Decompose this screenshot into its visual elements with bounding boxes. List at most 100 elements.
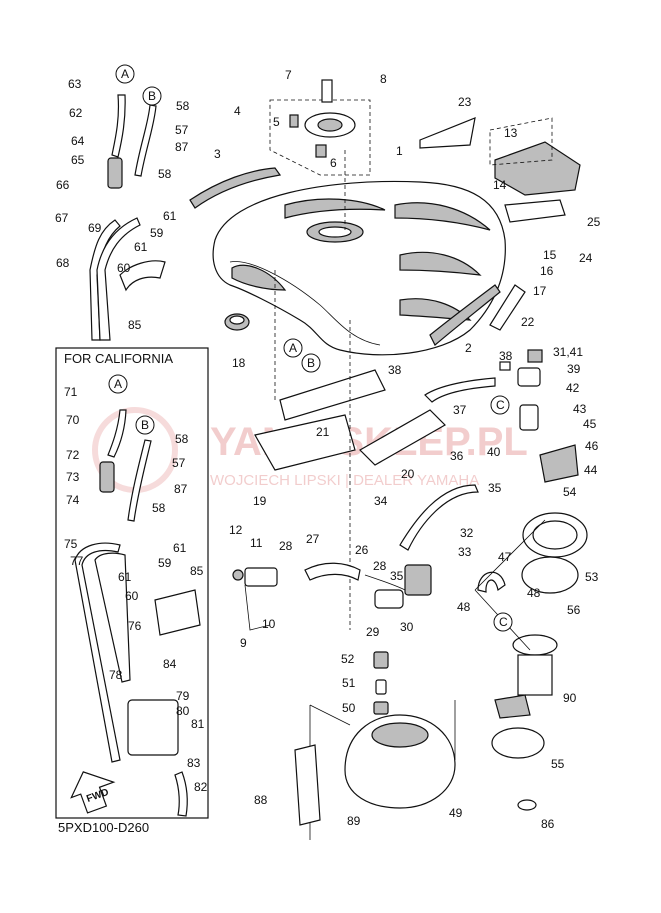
part-number-55: 55: [551, 757, 565, 771]
part-number-83: 83: [187, 756, 201, 770]
fwd-arrow-icon: FWD: [70, 771, 116, 814]
part-number-45: 45: [583, 417, 597, 431]
part-number-67: 67: [55, 211, 69, 225]
tank-rear-box: [489, 117, 553, 166]
fuel-filter-assembly: [364, 564, 432, 609]
part-number-23: 23: [458, 95, 472, 109]
part-number-43: 43: [573, 402, 587, 416]
part-number-73: 73: [66, 470, 80, 484]
fuel-cock-group: [499, 349, 579, 483]
part-number-28-11: 28: [373, 559, 387, 573]
part-number-64: 64: [71, 134, 85, 148]
part-number-81: 81: [191, 717, 205, 731]
watermark-sub-text: WOJCIECH LIPSKI | DEALER YAMAHA: [210, 472, 479, 489]
part-number-58-2: 58: [175, 432, 189, 446]
callout-a-inset: A: [114, 377, 122, 391]
hose-27: [304, 562, 361, 581]
part-number-74: 74: [66, 493, 80, 507]
part-number-63: 63: [68, 77, 82, 91]
tank-rear-cover: [494, 141, 581, 196]
tank-bottom-cover: [309, 700, 456, 840]
part-number-56: 56: [567, 603, 581, 617]
part-number-22: 22: [521, 315, 535, 329]
part-number-87: 87: [175, 140, 189, 154]
callout-a-tank: A: [289, 341, 297, 355]
drawing-code: 5PXD100-D260: [58, 820, 149, 835]
part-number-38-14: 38: [388, 363, 402, 377]
tank-bracket: [504, 199, 566, 223]
part-number-52: 52: [341, 652, 355, 666]
part-number-85: 85: [128, 318, 142, 332]
part-number-17: 17: [533, 284, 547, 298]
part-number-58-16: 58: [158, 167, 172, 181]
part-number-61-8: 61: [118, 570, 132, 584]
part-number-38: 38: [499, 349, 513, 363]
part-number-8: 8: [380, 72, 387, 86]
part-number-48-13: 48: [527, 586, 541, 600]
part-number-62: 62: [69, 106, 83, 120]
part-number-32: 32: [460, 526, 474, 540]
part-number-14: 14: [493, 178, 507, 192]
part-number-13: 13: [504, 126, 518, 140]
part-number-27: 27: [306, 532, 320, 546]
part-number-36: 36: [450, 449, 464, 463]
sender-unit: [232, 567, 278, 631]
pump-flange-group: [491, 512, 588, 759]
part-number-70: 70: [66, 413, 80, 427]
part-number-40: 40: [487, 445, 501, 459]
part-number-79: 79: [176, 689, 190, 703]
part-number-26: 26: [355, 543, 369, 557]
hose-47: [477, 571, 506, 593]
callout-c-cock: C: [496, 398, 505, 412]
bolt-stack: [373, 651, 389, 715]
part-number-61: 61: [163, 209, 177, 223]
part-number-59: 59: [150, 226, 164, 240]
part-number-16: 16: [540, 264, 554, 278]
part-number-88: 88: [254, 793, 268, 807]
callout-b-inset: B: [141, 418, 149, 432]
part-number-82: 82: [194, 780, 208, 794]
tank-decal: [419, 117, 476, 149]
part-number-61-6: 61: [173, 541, 187, 555]
part-number-42: 42: [566, 381, 580, 395]
part-number-80: 80: [176, 704, 190, 718]
tank-pad-rear: [254, 414, 356, 471]
part-number-37: 37: [453, 403, 467, 417]
part-number-6: 6: [330, 156, 337, 170]
tank-damper: [224, 313, 250, 331]
part-number-84: 84: [163, 657, 177, 671]
part-number-18: 18: [232, 356, 246, 370]
part-number-7: 7: [285, 68, 292, 82]
part-number-76: 76: [128, 619, 142, 633]
part-number-28: 28: [279, 539, 293, 553]
part-number-20: 20: [401, 467, 415, 481]
part-number-31-41: 31,41: [553, 345, 583, 359]
part-number-49: 49: [449, 806, 463, 820]
part-number-66: 66: [56, 178, 70, 192]
fuel-pipe: [399, 484, 479, 551]
part-number-2: 2: [465, 341, 472, 355]
breather-hose-group: [89, 94, 166, 341]
part-number-78: 78: [109, 668, 123, 682]
part-number-19: 19: [253, 494, 267, 508]
part-number-35-12: 35: [390, 569, 404, 583]
part-number-53: 53: [585, 570, 599, 584]
tank-cap-assembly: [269, 79, 371, 230]
part-number-11: 11: [250, 536, 263, 550]
part-number-87-4: 87: [174, 482, 188, 496]
tank-strap: [489, 284, 526, 331]
part-number-50: 50: [342, 701, 356, 715]
part-number-60: 60: [117, 261, 131, 275]
part-number-10: 10: [262, 617, 276, 631]
part-number-71: 71: [64, 385, 78, 399]
part-number-57: 57: [175, 123, 189, 137]
california-inset: FOR CALIFORNIA FWD: [55, 347, 209, 819]
callout-a-top: A: [121, 67, 129, 81]
part-number-85-10: 85: [190, 564, 204, 578]
part-number-58-5: 58: [152, 501, 166, 515]
fuel-pump: [494, 634, 558, 719]
part-number-15: 15: [543, 248, 557, 262]
tank-emblem-left: [189, 167, 282, 209]
fuel-tank: [212, 180, 506, 356]
